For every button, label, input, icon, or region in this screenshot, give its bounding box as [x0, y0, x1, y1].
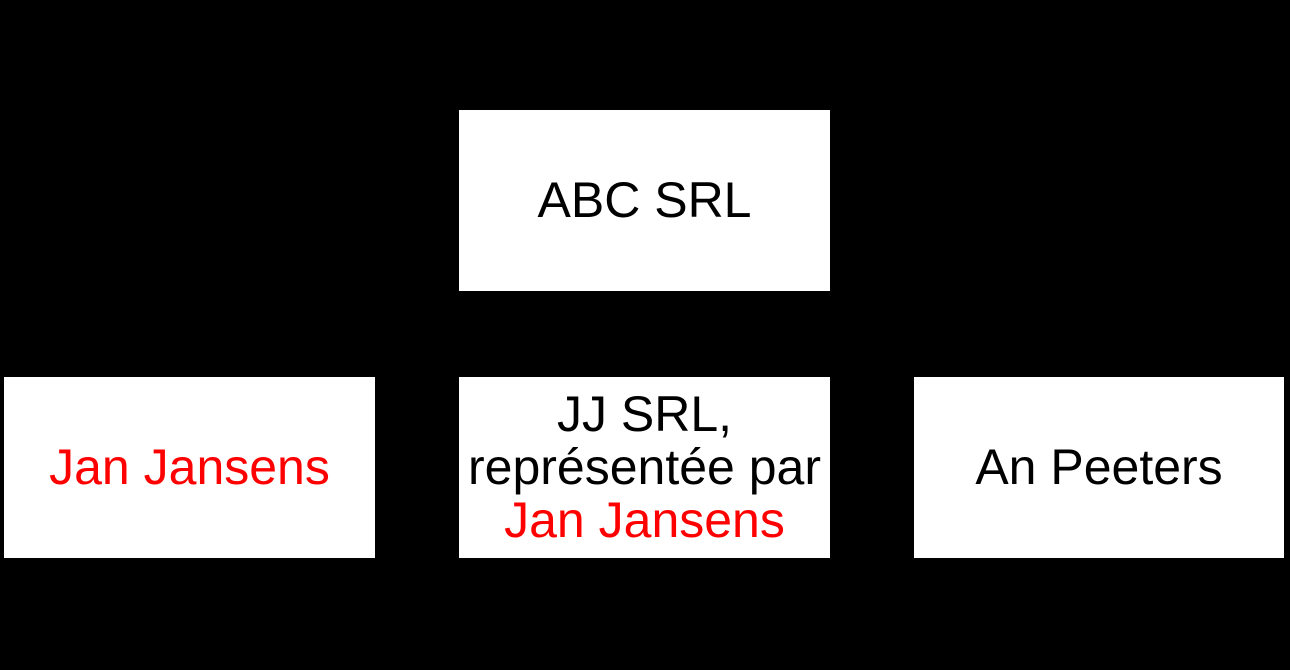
node-jj-srl: JJ SRL, représentée par Jan Jansens — [459, 377, 830, 558]
node-jj-srl-label-line-3: Jan Jansens — [504, 492, 785, 548]
node-jan-jansens: Jan Jansens — [4, 377, 375, 558]
node-an-peeters: An Peeters — [914, 377, 1284, 558]
node-abc-srl: ABC SRL — [459, 110, 830, 291]
node-abc-srl-label: ABC SRL — [537, 172, 752, 228]
node-jj-srl-label-line-2: représentée par — [467, 439, 821, 495]
node-jan-jansens-label: Jan Jansens — [49, 439, 330, 495]
node-an-peeters-label: An Peeters — [975, 439, 1223, 495]
node-jj-srl-label-line-1: JJ SRL, — [556, 386, 733, 442]
